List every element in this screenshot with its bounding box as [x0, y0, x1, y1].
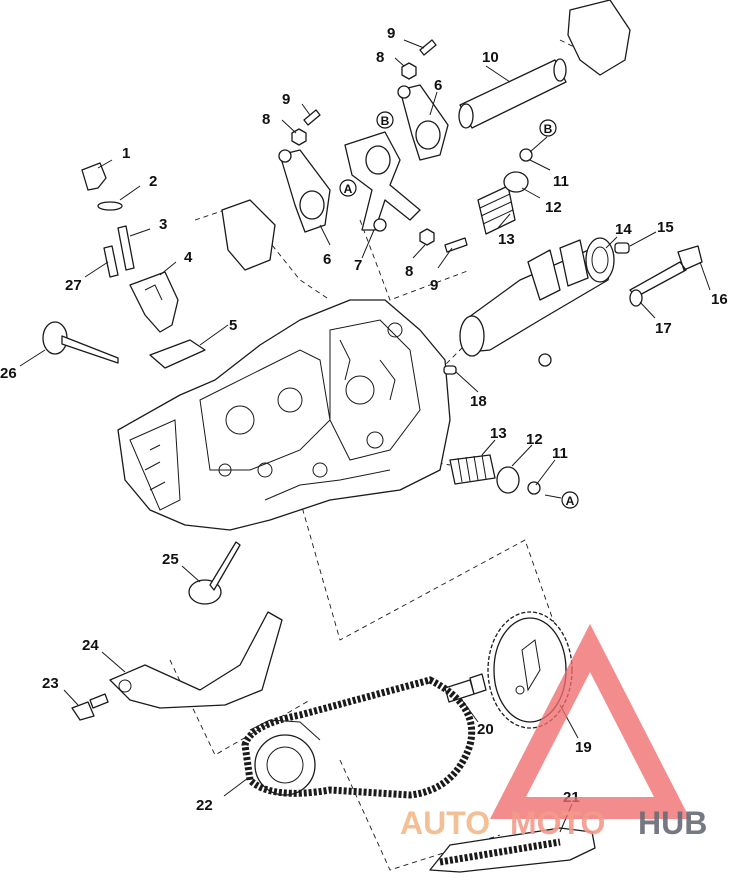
callout-14: 14 — [615, 221, 632, 238]
svg-text:A: A — [566, 494, 575, 508]
washer-17 — [629, 289, 643, 307]
callout-11-upper: 11 — [553, 173, 569, 190]
nut-8-a — [401, 62, 417, 80]
callout-19: 19 — [575, 739, 592, 756]
callout-8-mid: 8 — [405, 263, 413, 280]
sealing-washer-2 — [97, 201, 123, 211]
callout-9-mid: 9 — [430, 277, 438, 294]
bolt-16 — [629, 245, 703, 298]
watermark-triangle-logo — [490, 623, 690, 819]
rocker-shaft — [458, 58, 567, 129]
cam-bracket-top — [567, 0, 631, 76]
rocker-arm-6-right — [397, 84, 449, 161]
valve-25 — [188, 541, 241, 605]
ref-marker-b-left: B — [376, 111, 394, 129]
spring-retainer-upper — [503, 171, 529, 193]
callout-16: 16 — [711, 291, 728, 308]
ref-marker-a-lower: A — [544, 491, 579, 509]
callout-8-left: 8 — [262, 111, 270, 128]
ref-marker-a-upper: A — [339, 179, 357, 197]
callout-17: 17 — [655, 320, 672, 337]
callout-6-right: 6 — [434, 77, 442, 94]
watermark-text-auto: AUTO — [400, 805, 490, 841]
callout-12-upper: 12 — [545, 199, 562, 216]
valve-spring-upper — [477, 185, 516, 235]
bolt-27 — [103, 245, 119, 278]
valve-keeper-upper — [519, 148, 533, 162]
ref-marker-b-right: B — [529, 119, 557, 153]
sprocket-bolt-20 — [444, 673, 487, 703]
rocker-arm-7 — [344, 131, 421, 232]
watermark-text-hub: HUB — [638, 805, 707, 841]
cam-bracket-left — [221, 199, 276, 271]
screw-9-b — [303, 109, 321, 126]
cam-sprocket-19 — [487, 611, 573, 729]
tensioner-4 — [129, 271, 179, 333]
callout-20: 20 — [477, 721, 494, 738]
valve-keeper-lower — [527, 481, 541, 495]
callout-2: 2 — [149, 173, 157, 190]
callout-9-left: 9 — [282, 91, 290, 108]
svg-text:A: A — [344, 182, 353, 196]
callout-4: 4 — [184, 249, 193, 266]
bolt-23 — [71, 693, 109, 721]
callout-13-lower: 13 — [490, 425, 507, 442]
dowel-pin-15 — [614, 242, 630, 254]
svg-text:B: B — [381, 114, 390, 128]
callout-18: 18 — [470, 393, 487, 410]
callout-27: 27 — [65, 277, 82, 294]
valve-spring-lower — [449, 454, 496, 485]
automotohub-watermark: AUTO MOTO HUB — [400, 623, 707, 841]
crank-sprocket — [249, 719, 321, 796]
callout-23: 23 — [42, 675, 59, 692]
callout-3: 3 — [159, 216, 167, 233]
callout-8-top: 8 — [376, 49, 384, 66]
chain-guide-24 — [109, 611, 283, 709]
callout-9-top: 9 — [387, 25, 395, 42]
callout-5: 5 — [229, 317, 237, 334]
valve-26 — [42, 321, 119, 364]
rocker-arm-6-left — [278, 149, 331, 233]
callout-15: 15 — [657, 219, 674, 236]
callout-11-lower: 11 — [552, 445, 568, 462]
callout-labels: 1 2 3 4 5 6 6 7 8 8 8 9 9 9 10 11 11 12 … — [0, 25, 728, 814]
watermark-text-moto: MOTO — [510, 805, 605, 841]
reference-markers: A A B B — [339, 111, 579, 509]
nut-8-c — [419, 228, 435, 246]
callout-25: 25 — [162, 551, 179, 568]
timing-chain-22 — [241, 676, 476, 799]
callout-13-upper: 13 — [498, 231, 515, 248]
screw-9-a — [419, 39, 437, 56]
camshaft — [459, 237, 615, 367]
callout-22: 22 — [196, 797, 213, 814]
gasket-5 — [149, 339, 206, 369]
spring-retainer-lower — [496, 466, 520, 494]
screw-9-c — [444, 237, 468, 253]
callout-26: 26 — [0, 365, 17, 382]
stud-3 — [117, 225, 135, 271]
svg-text:B: B — [544, 122, 553, 136]
callout-12-lower: 12 — [526, 431, 543, 448]
callout-6-left: 6 — [323, 251, 331, 268]
plug-bolt-1 — [81, 162, 107, 191]
cylinder-head — [117, 299, 451, 531]
callout-1: 1 — [122, 145, 130, 162]
callout-7: 7 — [354, 257, 362, 274]
chain-guide-21 — [429, 827, 596, 873]
callout-24: 24 — [82, 637, 99, 654]
pin-18 — [443, 365, 457, 375]
callout-10: 10 — [482, 49, 499, 66]
